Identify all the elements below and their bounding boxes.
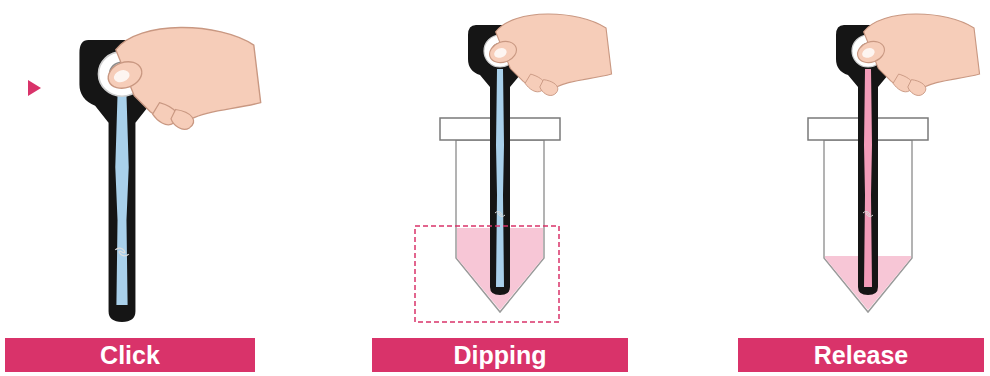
pointer-triangle xyxy=(28,80,41,96)
step-label-bar: Release xyxy=(738,338,984,372)
step-label-bar: Click xyxy=(5,338,255,372)
step-label: Release xyxy=(814,343,909,368)
highlight-frame xyxy=(415,226,559,322)
step-label-bar: Dipping xyxy=(372,338,628,372)
step-label: Dipping xyxy=(453,343,546,368)
hand xyxy=(104,28,260,130)
hand xyxy=(855,14,980,95)
hand xyxy=(487,14,612,95)
step-label: Click xyxy=(100,343,160,368)
